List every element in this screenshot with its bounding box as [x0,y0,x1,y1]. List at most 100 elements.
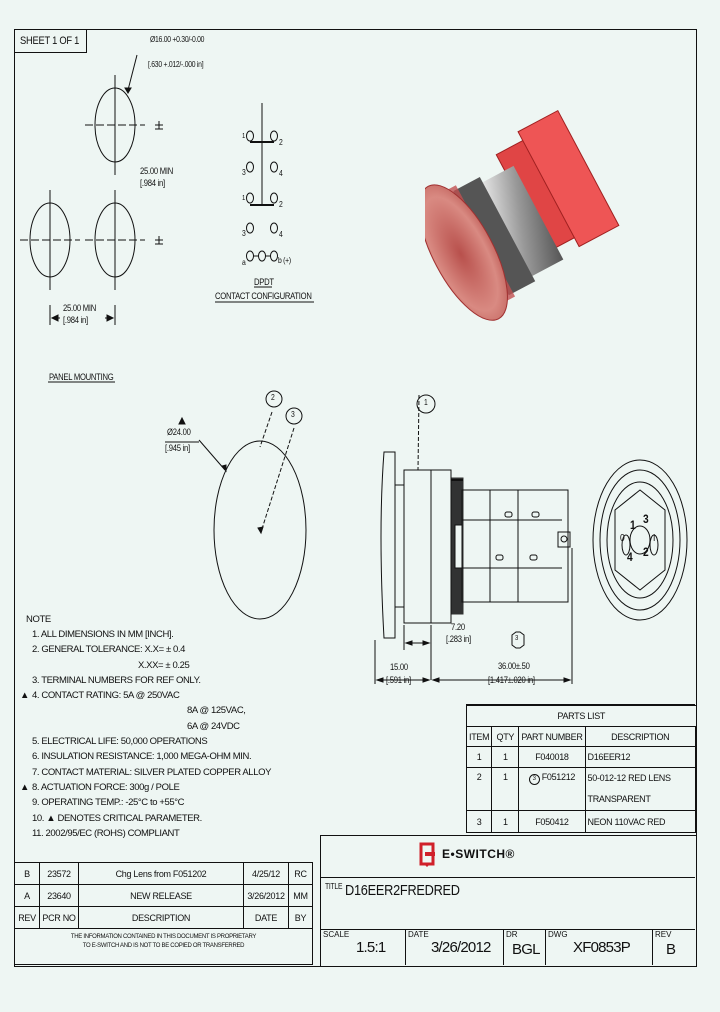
note-text: 1. ALL DIMENSIONS IN MM [INCH]. [32,629,174,640]
panel-mounting-drawing [20,54,688,684]
dpdt-contact-diagram [215,103,314,303]
rear-label-3: 3 [643,512,649,526]
disclaimer-line2: TO E-SWITCH AND IS NOT TO BE COPIED OR T… [82,943,245,949]
col-rev: REV [14,906,40,929]
description: Chg Lens from F051202 [78,862,244,885]
note-item: ▲8. ACTUATION FORCE: 300g / POLE [20,782,320,797]
note-text: X.XX= ± 0.25 [138,659,190,671]
hole-diameter-dim: Ø16.00 +0.30/-0.00 [150,35,205,44]
item: 1 [465,746,493,768]
col-part-number: PART NUMBER [518,726,586,747]
disclaimer: THE INFORMATION CONTAINED IN THIS DOCUME… [14,928,313,965]
note-text: 11. 2002/95/EC (ROHS) COMPLIANT [32,827,180,839]
revision-row: A 23640 NEW RELEASE 3/26/2012 MM [14,884,313,907]
dim-36-00: 36.00±.50 [498,661,530,671]
title-block [320,835,696,966]
note-text: 2. GENERAL TOLERANCE: X.X= ± 0.4 [32,644,186,656]
terminal-1a: 1 [242,133,246,140]
switch-rear-view [592,459,688,621]
note-text: 6A @ 24VDC [187,720,240,732]
col-date: DATE [243,906,289,929]
scale-label: SCALE [323,930,350,939]
pcr-no: 23640 [39,884,79,907]
rev-value: B [666,941,676,958]
dwg-label: DWG [548,930,568,939]
date-value: 3/26/2012 [431,939,491,956]
date: 4/25/12 [243,862,289,885]
qty: 1 [491,746,520,768]
parts-list-frame [466,704,695,705]
note-text: 9. OPERATING TEMP.: -25°C to +55°C [32,797,185,809]
drawn-by-cell: DR BGL [503,929,546,965]
note-item: 6. INSULATION RESISTANCE: 1,000 MEGA-OHM… [20,751,320,766]
parts-list-title: PARTS LIST [466,705,696,727]
note-item: 6A @ 24VDC [20,721,320,736]
date-label: DATE [408,930,429,939]
date: 3/26/2012 [243,884,289,907]
mounting-hole-left [20,190,80,290]
note-item: 3. TERMINAL NUMBERS FOR REF ONLY. [20,675,320,690]
item: 2 [465,767,493,811]
col-item: ITEM [465,726,493,747]
terminal-2a: 2 [279,138,283,147]
panel-mounting-label: PANEL MOUNTING [49,372,114,382]
sheet-number-box [14,29,87,53]
notes-heading: NOTE [26,614,51,625]
spacing-vertical-dim-in: [.984 in] [140,178,165,188]
note-item: X.XX= ± 0.25 [20,660,320,675]
notes: NOTE 1. ALL DIMENSIONS IN MM [INCH]. 2. G… [20,614,320,843]
note-item: 1. ALL DIMENSIONS IN MM [INCH]. [20,629,320,644]
note-text: 5. ELECTRICAL LIFE: 50,000 OPERATIONS [32,736,208,748]
col-qty: QTY [491,726,520,747]
note-text: 8. ACTUATION FORCE: 300g / POLE [32,781,180,793]
note-item: 10. ▲ DENOTES CRITICAL PARAMETER. [20,813,320,828]
rear-label-2: 2 [643,545,649,559]
balloon-1: 1 [424,398,428,407]
switch-side-view [374,394,573,684]
note-item: 9. OPERATING TEMP.: -25°C to +55°C [20,797,320,812]
part-number: F040018 [518,746,586,768]
col-description: DESCRIPTION [78,906,244,929]
by: RC [288,862,313,885]
terminal-3a: 3 [242,168,246,177]
dim-15-00: 15.00 [390,662,408,672]
parts-row: 1 1 F040018 D16EER12 [465,746,697,768]
description: 50-012-12 RED LENS [587,773,671,783]
drawn-by-value: BGL [512,941,540,958]
balloon-2: 2 [271,393,275,402]
terminal-3b: 3 [242,229,246,238]
spacing-vertical-dim: 25.00 MIN [140,166,174,176]
hole-diameter-dim-in: [.630 +.012/-.000 in] [148,60,204,69]
sheet-number: SHEET 1 OF 1 [20,35,80,47]
terminal-2b: 2 [279,200,283,209]
description: NEON 110VAC RED [584,810,697,833]
revision-header: REV PCR NO DESCRIPTION DATE BY [14,906,313,929]
dim-15-00-in: [.591 in] [386,675,411,685]
lens-diameter-dim-in: [.945 in] [165,443,190,453]
critical-mark-icon: ▲ [20,781,30,793]
e-switch-logo-icon [419,842,435,867]
disclaimer-line1: THE INFORMATION CONTAINED IN THIS DOCUME… [70,934,257,940]
note-item: 7. CONTACT MATERIAL: SILVER PLATED COPPE… [20,767,320,782]
critical-flag-hex: 3 [528,774,540,785]
part-number: F051212 [541,772,576,782]
rear-label-i: I [653,533,656,544]
note-text: 6. INSULATION RESISTANCE: 1,000 MEGA-OHM… [32,751,252,763]
revision-table: B 23572 Chg Lens from F051202 4/25/12 RC… [14,862,313,965]
dim-7-20: 7.20 [451,622,465,632]
note-item: 5. ELECTRICAL LIFE: 50,000 OPERATIONS [20,736,320,751]
title-label: TITLE [325,882,343,891]
note-text: 4. CONTACT RATING: 5A @ 250VAC [32,690,180,702]
title-value: D16EER2FREDRED [345,882,460,899]
part-number: F050412 [518,810,586,833]
col-by: BY [288,906,313,929]
note-text: 8A @ 125VAC, [187,705,246,717]
rev-label: REV [655,930,672,939]
by: MM [288,884,313,907]
revision-row: B 23572 Chg Lens from F051202 4/25/12 RC [14,862,313,885]
dwg-value: XF0853P [573,939,631,956]
dpdt-label: DPDT [254,277,274,287]
note-item: 2. GENERAL TOLERANCE: X.X= ± 0.4 [20,644,320,659]
